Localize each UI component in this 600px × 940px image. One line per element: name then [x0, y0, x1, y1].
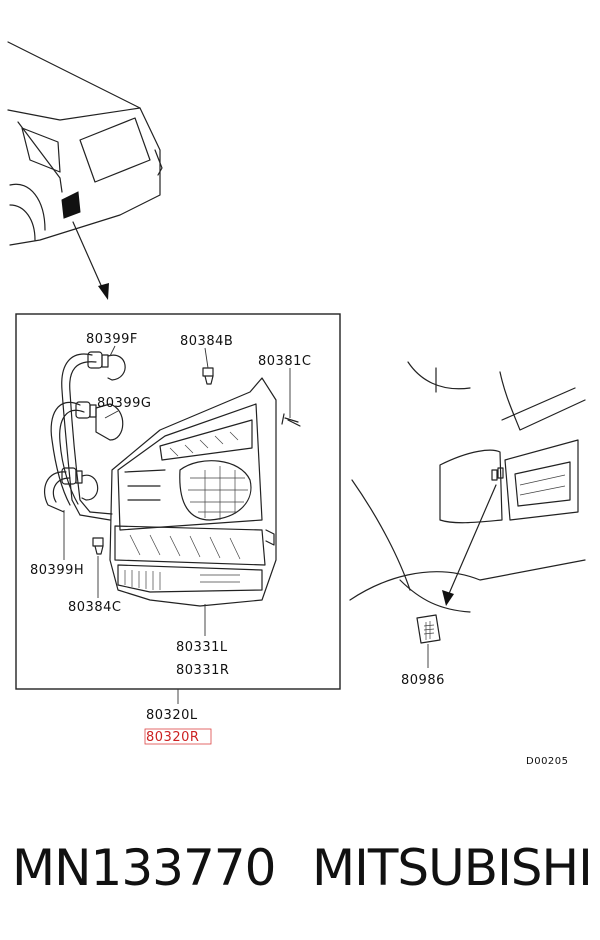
highlight-80320R — [144, 728, 212, 745]
vehicle-side-view — [349, 361, 586, 613]
screw-80381C — [281, 413, 301, 427]
lamp-location-marker — [61, 191, 81, 219]
label-80331R: 80331R — [176, 663, 229, 678]
label-80320R: 80320R — [146, 730, 199, 745]
screw-80384C — [92, 537, 104, 555]
part-number: MN133770 — [12, 839, 276, 897]
drawing-code: D00205 — [526, 756, 569, 767]
bulb-socket-80399F — [87, 351, 126, 381]
label-80399G: 80399G — [97, 396, 151, 411]
label-80399F: 80399F — [86, 332, 138, 347]
label-80331L: 80331L — [176, 640, 228, 655]
label-80399H: 80399H — [30, 563, 84, 578]
bulb-socket-80399G — [75, 401, 124, 441]
footer: MN133770 MITSUBISHI — [0, 828, 600, 908]
tail-lamp-assembly — [109, 377, 277, 607]
label-80320L: 80320L — [146, 708, 198, 723]
brand-name: MITSUBISHI — [312, 839, 593, 897]
label-80384C: 80384C — [68, 600, 121, 615]
label-80381C: 80381C — [258, 354, 311, 369]
wiring-harness — [44, 353, 113, 521]
label-plate-80986 — [416, 614, 441, 644]
screw-80384B — [202, 367, 214, 385]
label-80384B: 80384B — [180, 334, 233, 349]
bulb-socket-80399H — [61, 467, 99, 501]
label-80986: 80986 — [401, 673, 445, 688]
vehicle-rear-view — [7, 41, 163, 246]
assembly-box — [15, 313, 341, 690]
